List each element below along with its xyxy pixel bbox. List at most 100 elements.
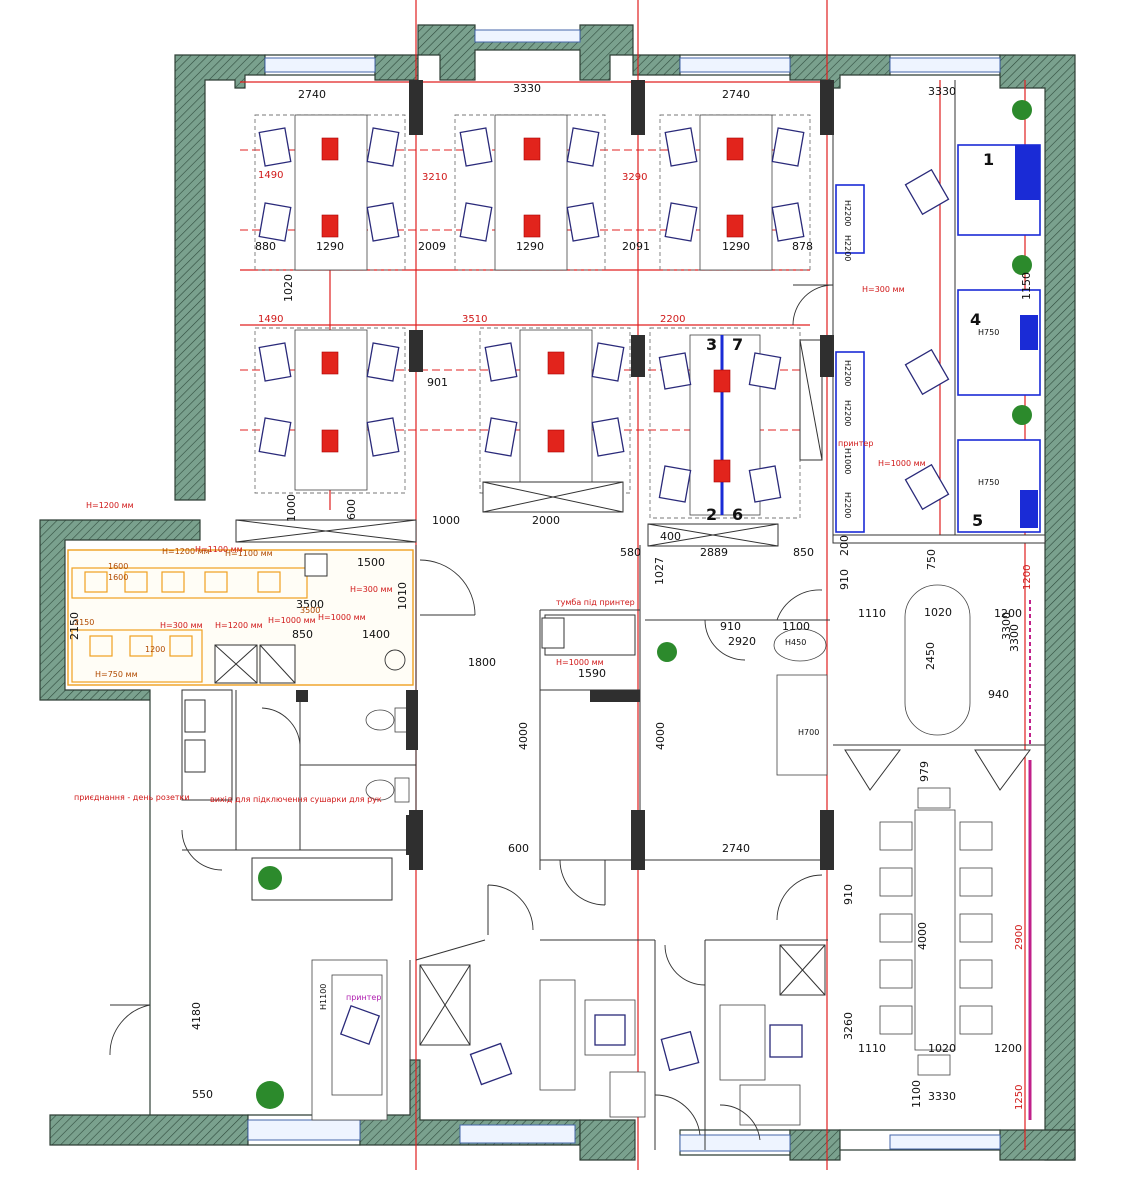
kitchen-seats (84, 571, 281, 657)
svg-text:вихід для підключення сушарки: вихід для підключення сушарки для рук (210, 795, 382, 804)
svg-text:4: 4 (970, 310, 981, 329)
bottom-offices (539, 939, 828, 1150)
svg-text:1020: 1020 (282, 274, 295, 302)
svg-text:2000: 2000 (532, 514, 560, 527)
svg-text:3290: 3290 (622, 172, 647, 183)
svg-text:600: 600 (345, 499, 358, 520)
svg-text:2009: 2009 (418, 240, 446, 253)
svg-text:400: 400 (660, 530, 681, 543)
svg-text:3330: 3330 (513, 82, 541, 95)
svg-text:4180: 4180 (190, 1002, 203, 1030)
svg-text:H700: H700 (798, 728, 819, 737)
svg-text:приєднання - день розетки: приєднання - день розетки (74, 793, 190, 802)
svg-text:1020: 1020 (928, 1042, 956, 1055)
svg-text:1200: 1200 (1022, 565, 1033, 590)
desk-cluster-1 (258, 114, 400, 271)
windows (247, 29, 1001, 1152)
svg-text:H=1100 мм: H=1100 мм (195, 545, 243, 554)
svg-text:1110: 1110 (858, 1042, 886, 1055)
tech-labels: H450 H700 H750 H750 H1100 (319, 328, 999, 1010)
svg-text:3510: 3510 (462, 314, 487, 325)
svg-text:901: 901 (427, 376, 448, 389)
svg-text:3500: 3500 (300, 606, 320, 615)
svg-text:2740: 2740 (298, 88, 326, 101)
svg-text:1290: 1290 (316, 240, 344, 253)
svg-text:1800: 1800 (468, 656, 496, 669)
desk-cluster-5 (484, 329, 625, 491)
desk-cluster-2 (459, 114, 600, 271)
storage-units (235, 339, 823, 547)
svg-text:1490: 1490 (258, 170, 283, 181)
svg-text:H=1000 мм: H=1000 мм (878, 459, 926, 468)
dimension-labels: 2740 3330 2740 3330 1490 3210 3290 880 1… (68, 82, 1033, 1110)
svg-text:750: 750 (925, 549, 938, 570)
svg-text:H=300 мм: H=300 мм (160, 621, 203, 630)
svg-text:1600: 1600 (108, 562, 128, 571)
svg-text:H750: H750 (978, 478, 999, 487)
svg-text:979: 979 (918, 761, 931, 782)
svg-text:H=1000 мм: H=1000 мм (268, 616, 316, 625)
svg-text:850: 850 (793, 546, 814, 559)
svg-text:H=1000 мм: H=1000 мм (318, 613, 366, 622)
svg-text:1200: 1200 (145, 645, 165, 654)
svg-text:3500: 3500 (296, 598, 324, 611)
svg-text:тумба під принтер: тумба під принтер (556, 598, 635, 607)
svg-text:3260: 3260 (842, 1012, 855, 1040)
svg-text:3330: 3330 (928, 85, 956, 98)
svg-text:H2200: H2200 (843, 492, 852, 518)
svg-text:H=1200 мм: H=1200 мм (86, 501, 134, 510)
svg-text:580: 580 (620, 546, 641, 559)
svg-text:2920: 2920 (728, 635, 756, 648)
svg-text:550: 550 (192, 1088, 213, 1101)
svg-text:1000: 1000 (285, 494, 298, 522)
svg-text:2900: 2900 (1014, 925, 1025, 950)
svg-text:1290: 1290 (516, 240, 544, 253)
svg-text:1027: 1027 (653, 557, 666, 585)
svg-text:3210: 3210 (422, 172, 447, 183)
desk-cluster-4 (258, 329, 400, 491)
svg-text:2740: 2740 (722, 88, 750, 101)
svg-text:1290: 1290 (722, 240, 750, 253)
svg-text:1600: 1600 (108, 573, 128, 582)
svg-text:910: 910 (720, 620, 741, 633)
svg-text:H=1000 мм: H=1000 мм (556, 658, 604, 667)
svg-text:1200: 1200 (994, 607, 1022, 620)
svg-text:1010: 1010 (396, 582, 409, 610)
text-notes: тумба під принтер принтер принтер вихід … (74, 439, 873, 1002)
svg-text:3330: 3330 (928, 1090, 956, 1103)
svg-text:2740: 2740 (722, 842, 750, 855)
height-notes: H=300 мм H=1000 мм H=1200 мм H=1100 мм H… (86, 285, 926, 667)
svg-text:1200: 1200 (994, 1042, 1022, 1055)
svg-text:2150: 2150 (68, 612, 81, 640)
svg-text:H=750 мм: H=750 мм (95, 670, 138, 679)
svg-text:H=1200 мм: H=1200 мм (215, 621, 263, 630)
svg-text:H2200: H2200 (843, 360, 852, 386)
svg-text:1100: 1100 (910, 1080, 923, 1108)
svg-text:H1100: H1100 (319, 984, 328, 1010)
svg-text:878: 878 (792, 240, 813, 253)
svg-text:2450: 2450 (924, 642, 937, 670)
svg-text:7: 7 (732, 335, 743, 354)
svg-text:1000: 1000 (432, 514, 460, 527)
svg-text:5: 5 (972, 511, 983, 530)
cabinet-labels: H2200 H2200 H2200 H2200 H1000 H2200 (843, 200, 852, 518)
svg-text:200: 200 (838, 535, 851, 556)
svg-text:880: 880 (255, 240, 276, 253)
partitions (409, 545, 834, 921)
svg-text:3: 3 (706, 335, 717, 354)
svg-text:2150: 2150 (74, 618, 94, 627)
svg-text:1590: 1590 (578, 667, 606, 680)
svg-text:1400: 1400 (362, 628, 390, 641)
svg-text:принтер: принтер (346, 993, 381, 1002)
desk-cluster-6 (658, 334, 782, 516)
conference-chairs (879, 787, 993, 1076)
svg-text:1110: 1110 (858, 607, 886, 620)
svg-text:H=1200 мм: H=1200 мм (162, 547, 210, 556)
svg-text:4000: 4000 (517, 722, 530, 750)
svg-text:1020: 1020 (924, 606, 952, 619)
svg-text:2: 2 (706, 505, 717, 524)
right-offices (792, 80, 1046, 544)
svg-text:1490: 1490 (258, 314, 283, 325)
svg-text:850: 850 (292, 628, 313, 641)
